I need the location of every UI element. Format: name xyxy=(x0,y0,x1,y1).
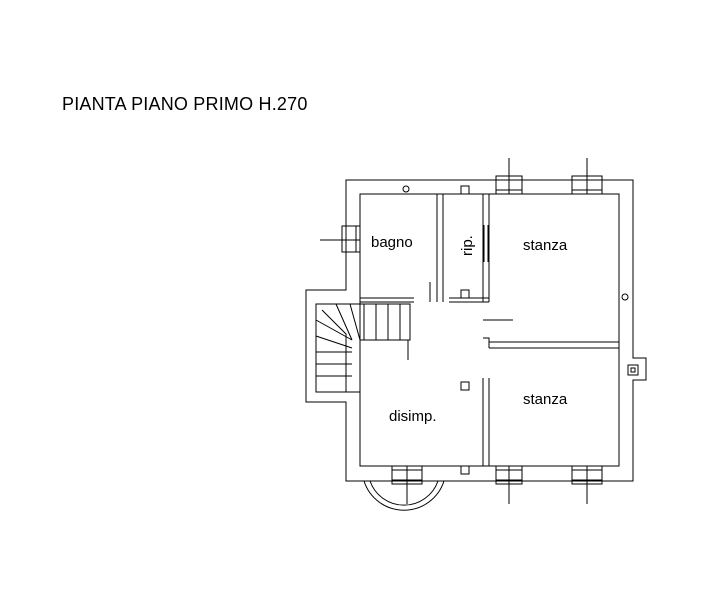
plan-title: PIANTA PIANO PRIMO H.270 xyxy=(62,94,308,114)
outer-wall-outer xyxy=(305,179,647,482)
room-label-disimp: disimp. xyxy=(389,408,437,425)
pillar-top-mid xyxy=(460,185,470,195)
wall-bagno-bottom xyxy=(360,297,414,303)
wall-rip-right xyxy=(482,194,490,302)
wall-disimp-right xyxy=(482,378,490,466)
window-top-1 xyxy=(495,158,523,195)
wall-bagno-right xyxy=(436,194,444,302)
window-top-2 xyxy=(571,158,603,195)
window-left-bagno xyxy=(320,225,361,253)
stair-outline xyxy=(315,303,411,393)
wall-corridor-mid xyxy=(483,337,490,348)
stair-inner xyxy=(321,309,347,392)
room-label-rip: rip. xyxy=(459,235,476,256)
chimney-flue xyxy=(627,364,639,376)
chimney-vent-top xyxy=(402,185,410,193)
chimney-vent-right xyxy=(621,293,629,301)
room-label-bagno: bagno xyxy=(371,234,413,251)
window-bottom-1 xyxy=(391,465,423,504)
pillar-disimp xyxy=(460,381,470,391)
room-label-stanza-top: stanza xyxy=(523,237,568,254)
chimney-flue-inner xyxy=(630,367,636,373)
rip-pillar xyxy=(460,289,470,299)
bay-window xyxy=(363,480,445,511)
rip-door-leaf xyxy=(483,225,489,262)
wall-stanza-divider xyxy=(489,341,619,349)
window-bottom-2 xyxy=(495,465,523,504)
pillar-bottom-mid xyxy=(460,465,470,475)
room-label-stanza-bottom: stanza xyxy=(523,391,568,408)
window-bottom-3 xyxy=(571,465,603,504)
stair-steps xyxy=(315,303,401,377)
bay-window-inner xyxy=(369,480,439,506)
